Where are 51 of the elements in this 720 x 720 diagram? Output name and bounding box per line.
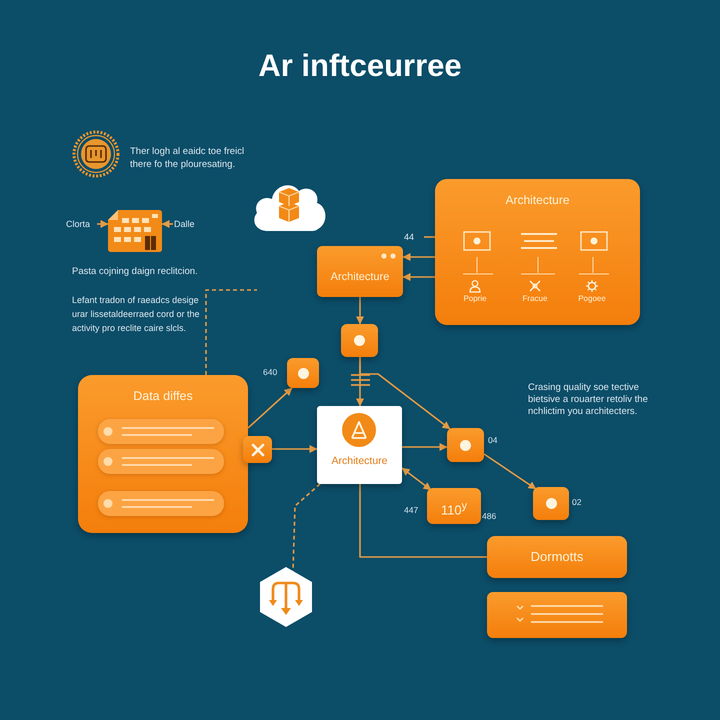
connector-line <box>359 484 487 558</box>
leader-arrow <box>162 220 173 228</box>
arrow <box>272 445 318 453</box>
value-label: 02 <box>572 497 582 508</box>
node-box <box>447 428 484 462</box>
value-label: 640 <box>263 367 278 378</box>
node-box <box>533 487 569 520</box>
node-box <box>487 592 627 638</box>
item-caption: Pogoee <box>577 294 607 304</box>
connector-line <box>292 483 321 572</box>
arrow <box>402 467 432 491</box>
diagram-title: Ar inftceurree <box>257 47 463 85</box>
process-box <box>317 406 402 484</box>
node-box <box>341 324 378 357</box>
arrow <box>356 297 364 324</box>
note-text: Lefant tradon of raeadcs desige urar lissetaldeerraed cord or the activity pro reclite caire slcls. <box>72 294 200 335</box>
item-caption: Fracue <box>522 294 548 304</box>
panel-box <box>435 179 640 325</box>
box-title: Dormotts <box>530 549 584 565</box>
note-text: Ther logh al eaidc toe freicl there fo the plouresating. <box>130 145 246 171</box>
arrow <box>359 357 450 430</box>
calendar-document-icon <box>108 210 162 252</box>
panel-box <box>78 375 248 533</box>
arrow <box>247 387 293 429</box>
value-label: 04 <box>488 435 498 446</box>
annotation-label: Clorta <box>66 218 90 230</box>
arrow <box>402 253 435 261</box>
panel-title: Architecture <box>504 193 571 208</box>
process-box <box>487 536 627 578</box>
annotation-label: 44 <box>404 231 414 243</box>
hexagon-arrows-icon <box>260 567 312 627</box>
panel-title: Data diffes <box>132 389 194 404</box>
connector-line <box>205 289 257 375</box>
box-title: Architecture <box>330 270 390 284</box>
arrow <box>402 443 448 451</box>
annotation-label: Dalle <box>174 218 195 230</box>
leader-arrow <box>97 220 108 228</box>
note-text: Pasta cojning daign reclitcion. <box>72 265 199 278</box>
arrow <box>402 273 435 281</box>
node-box <box>287 358 319 388</box>
note-text: Crasing quality soe tective bietsive a rouarter retoliv the nchlictim you architecters. <box>528 382 649 418</box>
arrow <box>484 453 536 490</box>
value-label: 486 <box>482 511 496 522</box>
leader-line <box>424 236 435 238</box>
box-title: Architecture <box>330 455 389 468</box>
process-box <box>427 488 481 524</box>
box-value: 110$^{y}$ <box>440 499 468 518</box>
item-caption: Poprie <box>462 294 488 304</box>
node-box <box>243 436 272 463</box>
process-box <box>317 246 403 297</box>
value-label: 447 <box>404 505 418 516</box>
